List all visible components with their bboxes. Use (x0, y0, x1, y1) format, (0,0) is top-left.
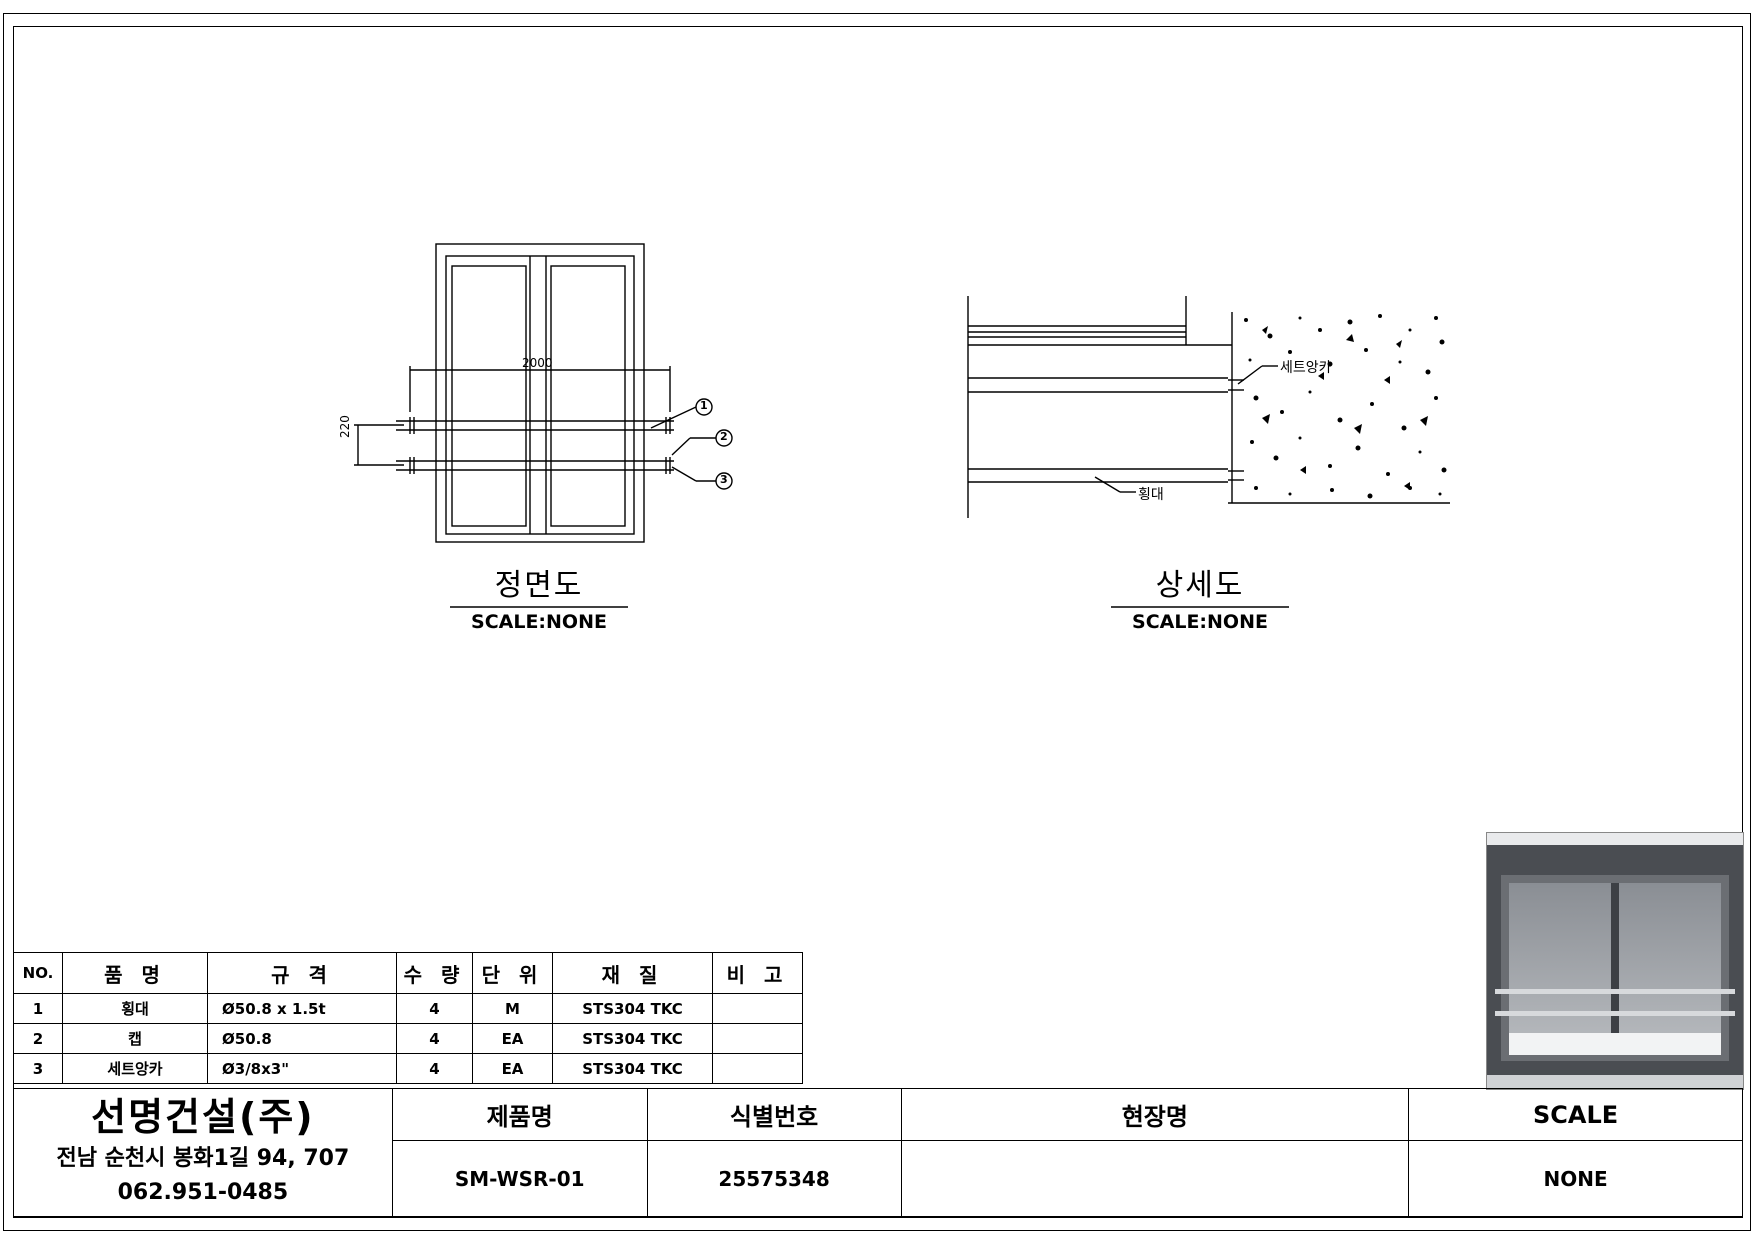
window-left-sash (451, 265, 527, 527)
bom-header-no: NO. (13, 952, 63, 994)
product-photo (1486, 832, 1744, 1090)
callout-label-1: 1 (700, 399, 708, 412)
anchor-label: 세트앙카 (1280, 360, 1332, 376)
bom-cell-no: 1 (13, 993, 63, 1024)
bom-row: 1 횡대 Ø50.8 x 1.5t 4 M STS304 TKC (13, 993, 803, 1024)
bom-header-note: 비 고 (712, 952, 803, 994)
bom-cell-note (712, 1023, 803, 1054)
site-value (900, 1140, 1410, 1217)
bom-cell-name: 세트앙카 (62, 1053, 208, 1084)
window-right-sash (550, 265, 626, 527)
bom-cell-name: 횡대 (62, 993, 208, 1024)
front-view-title: 정면도 (494, 568, 584, 603)
bom-cell-name: 캡 (62, 1023, 208, 1054)
title-block: 선명건설(주) 전남 순천시 봉화1길 94, 707 062.951-0485… (13, 1088, 1743, 1217)
bom-cell-note (712, 993, 803, 1024)
bar-label: 횡대 (1138, 487, 1164, 503)
bom-cell-qty: 4 (396, 1053, 473, 1084)
front-view-scale: SCALE:NONE (471, 611, 607, 633)
bom-cell-material: STS304 TKC (552, 1053, 713, 1084)
bom-cell-material: STS304 TKC (552, 1023, 713, 1054)
dimension-width-label: 2000 (522, 356, 553, 370)
bom-header-row: NO. 품 명 규 격 수 량 단 위 재 질 비 고 (13, 952, 803, 994)
company-phone: 062.951-0485 (117, 1180, 289, 1205)
callout-label-3: 3 (720, 473, 728, 486)
dimension-height-label: 220 (338, 415, 352, 438)
bom-header-material: 재 질 (552, 952, 713, 994)
bom-header-qty: 수 량 (396, 952, 473, 994)
product-name-value: SM-WSR-01 (391, 1140, 648, 1217)
scale-value: NONE (1408, 1140, 1743, 1217)
window-inner-frame (445, 255, 635, 535)
bom-cell-spec: Ø50.8 x 1.5t (207, 993, 397, 1024)
sheet-outer-edge (3, 13, 1751, 1231)
bom-cell-note (712, 1053, 803, 1084)
scale-label: SCALE (1408, 1088, 1743, 1141)
concrete-hatch (1244, 314, 1447, 499)
site-label: 현장명 (900, 1088, 1410, 1141)
bill-of-materials: NO. 품 명 규 격 수 량 단 위 재 질 비 고 1 횡대 Ø50.8 x… (13, 952, 803, 1084)
bom-header-unit: 단 위 (472, 952, 553, 994)
bom-cell-unit: EA (472, 1023, 553, 1054)
company-address: 전남 순천시 봉화1길 94, 707 (56, 1146, 350, 1171)
window-outer-frame (435, 243, 645, 543)
bom-cell-no: 3 (13, 1053, 63, 1084)
detail-view-scale: SCALE:NONE (1132, 611, 1268, 633)
detail-view-title: 상세도 (1155, 568, 1245, 603)
bom-header-spec: 규 격 (207, 952, 397, 994)
bom-cell-material: STS304 TKC (552, 993, 713, 1024)
id-value: 25575348 (646, 1140, 902, 1217)
bom-cell-unit: M (472, 993, 553, 1024)
bom-header-name: 품 명 (62, 952, 208, 994)
bom-cell-unit: EA (472, 1053, 553, 1084)
bom-cell-spec: Ø50.8 (207, 1023, 397, 1054)
company-name: 선명건설(주) (91, 1095, 315, 1139)
company-info-cell: 선명건설(주) 전남 순천시 봉화1길 94, 707 062.951-0485 (13, 1088, 393, 1217)
bom-cell-no: 2 (13, 1023, 63, 1054)
bom-row: 3 세트앙카 Ø3/8x3" 4 EA STS304 TKC (13, 1053, 803, 1084)
callout-label-2: 2 (720, 430, 728, 443)
product-name-label: 제품명 (391, 1088, 648, 1141)
bom-cell-qty: 4 (396, 1023, 473, 1054)
sheet-border (13, 26, 1743, 1218)
bom-cell-qty: 4 (396, 993, 473, 1024)
bom-row: 2 캡 Ø50.8 4 EA STS304 TKC (13, 1023, 803, 1054)
bom-cell-spec: Ø3/8x3" (207, 1053, 397, 1084)
id-label: 식별번호 (646, 1088, 902, 1141)
